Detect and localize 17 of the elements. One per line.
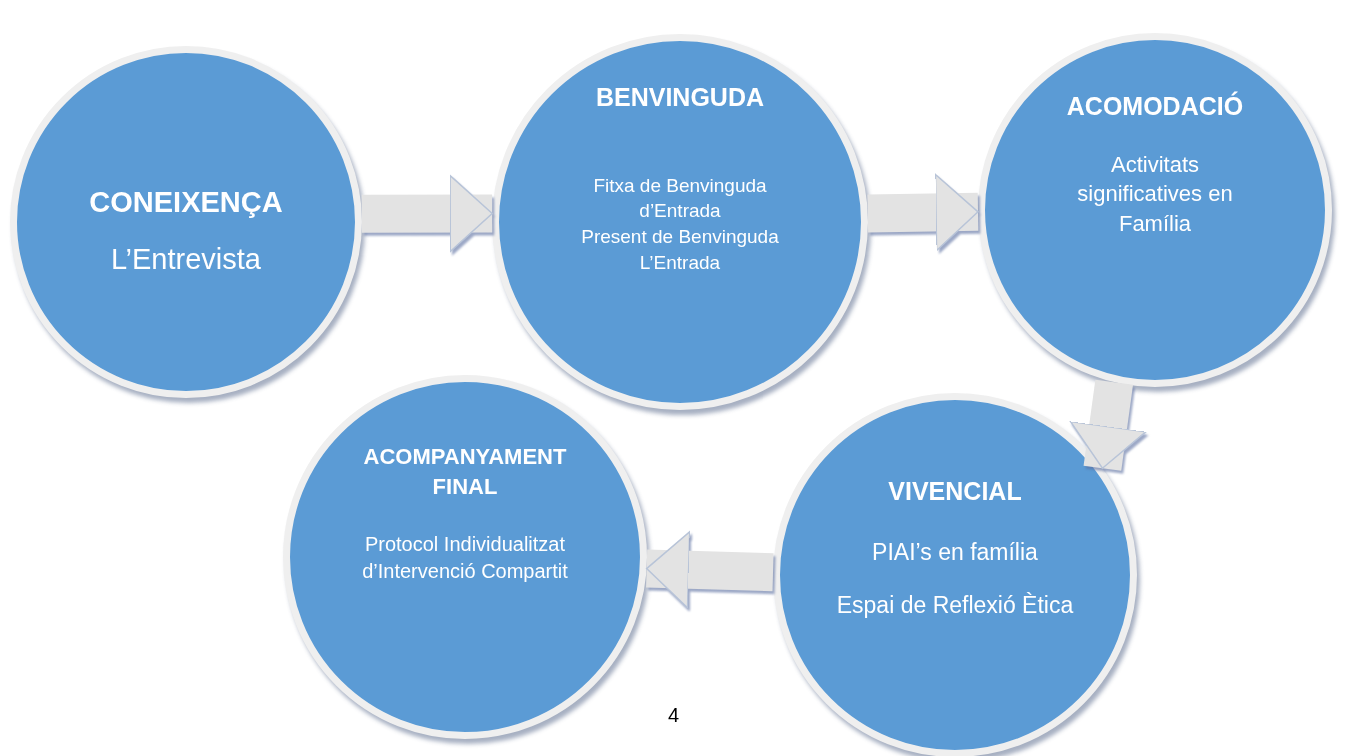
stage-text: L’Entrevista: [111, 242, 261, 278]
stage-text: L’Entrada: [639, 250, 721, 275]
block-arrow: [1069, 379, 1147, 471]
page-number: 4: [668, 704, 680, 727]
stage-heading: CONEIXENÇA: [89, 185, 283, 220]
stage-heading: BENVINGUDA: [595, 82, 765, 113]
stage-heading: VIVENCIAL: [888, 476, 1022, 507]
stage-text: Protocol Individualitzat d’Intervenció Compartit: [361, 532, 569, 585]
stage-text: Fitxa de Benvinguda d’Entrada: [592, 173, 768, 224]
block-arrow: [867, 173, 979, 252]
stage-text: Activitats significatives en Família: [1076, 150, 1234, 239]
stage-text: Present de Benvinguda: [581, 225, 779, 250]
stage-heading: ACOMODACIÓ: [1066, 90, 1244, 122]
stage-text: PIAI’s en família: [872, 537, 1038, 567]
stage-heading: ACOMPANYAMENT FINAL: [362, 443, 568, 501]
stage-text: Espai de Reflexió Ètica: [836, 590, 1074, 620]
block-arrow: [361, 174, 493, 253]
